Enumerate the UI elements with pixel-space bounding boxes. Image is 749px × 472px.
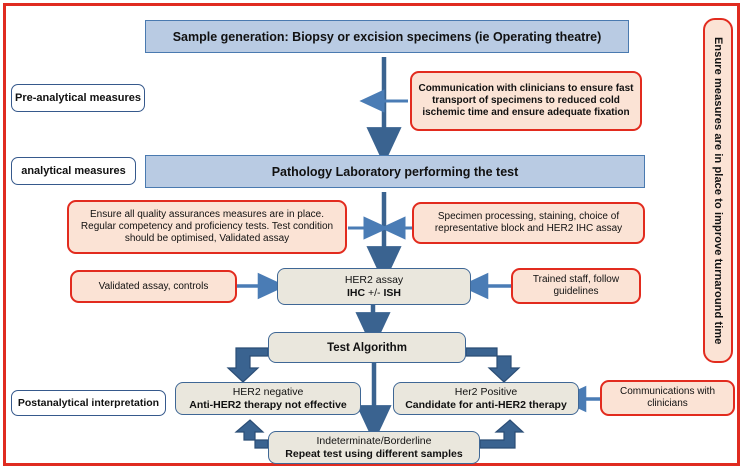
her2-assay-line1: HER2 assay — [344, 273, 404, 286]
test-algorithm-text: Test Algorithm — [327, 341, 407, 354]
trained-staff-note-text: Trained staff, follow guidelines — [532, 273, 620, 297]
note-quality-assurance: Ensure all quality assurances measures a… — [67, 200, 347, 254]
node-sample-generation: Sample generation: Biopsy or excision sp… — [145, 20, 629, 53]
note-validated-assay-controls: Validated assay, controls — [70, 270, 237, 303]
analytical-label-text: analytical measures — [21, 165, 126, 177]
outer-red-frame — [3, 3, 740, 466]
node-test-algorithm: Test Algorithm — [268, 332, 466, 363]
note-communication-with-clinicians: Communication with clinicians to ensure … — [410, 71, 642, 131]
sample-generation-text: Sample generation: Biopsy or excision sp… — [172, 29, 602, 44]
her2-negative-line2: Anti-HER2 therapy not effective — [189, 398, 347, 411]
node-her2-negative: HER2 negative Anti-HER2 therapy not effe… — [175, 382, 361, 415]
node-pathology-laboratory: Pathology Laboratory performing the test — [145, 155, 645, 188]
label-pre-analytical-measures: Pre-analytical measures — [11, 84, 145, 112]
pathology-lab-text: Pathology Laboratory performing the test — [271, 164, 519, 179]
her2-positive-line1: Her2 Positive — [454, 385, 518, 398]
note-turnaround-time: Ensure measures are in place to improve … — [703, 18, 733, 363]
label-postanalytical-interpretation: Postanalytical interpretation — [11, 390, 166, 416]
her2-assay-line2: IHC +/- ISH — [347, 287, 401, 300]
postanalytical-label-text: Postanalytical interpretation — [17, 397, 160, 409]
quality-note-text: Ensure all quality assurances measures a… — [80, 208, 334, 245]
note-specimen-processing: Specimen processing, staining, choice of… — [412, 202, 645, 244]
note-communications-with-clinicians: Communications with clinicians — [600, 380, 735, 416]
note-trained-staff: Trained staff, follow guidelines — [511, 268, 641, 304]
node-her2-positive: Her2 Positive Candidate for anti-HER2 th… — [393, 382, 579, 415]
her2-assay-separator: +/- — [365, 286, 384, 299]
pre-analytical-label-text: Pre-analytical measures — [15, 92, 141, 104]
node-indeterminate-borderline: Indeterminate/Borderline Repeat test usi… — [268, 431, 480, 464]
her2-positive-line2: Candidate for anti-HER2 therapy — [405, 398, 567, 411]
her2-negative-line1: HER2 negative — [232, 385, 304, 398]
specimen-note-text: Specimen processing, staining, choice of… — [434, 210, 623, 234]
indeterminate-line2: Repeat test using different samples — [285, 447, 463, 460]
turnaround-vertical-text: Ensure measures are in place to improve … — [712, 36, 724, 345]
her2-assay-ihc: IHC — [347, 286, 366, 299]
communication-note-text: Communication with clinicians to ensure … — [418, 82, 634, 119]
validated-assay-note-text: Validated assay, controls — [98, 281, 209, 292]
communications-clinicians-text: Communications with clinicians — [619, 385, 716, 409]
label-analytical-measures: analytical measures — [11, 157, 136, 185]
indeterminate-line1: Indeterminate/Borderline — [316, 434, 432, 447]
her2-assay-ish: ISH — [383, 286, 401, 299]
node-her2-assay: HER2 assay IHC +/- ISH — [277, 268, 471, 305]
